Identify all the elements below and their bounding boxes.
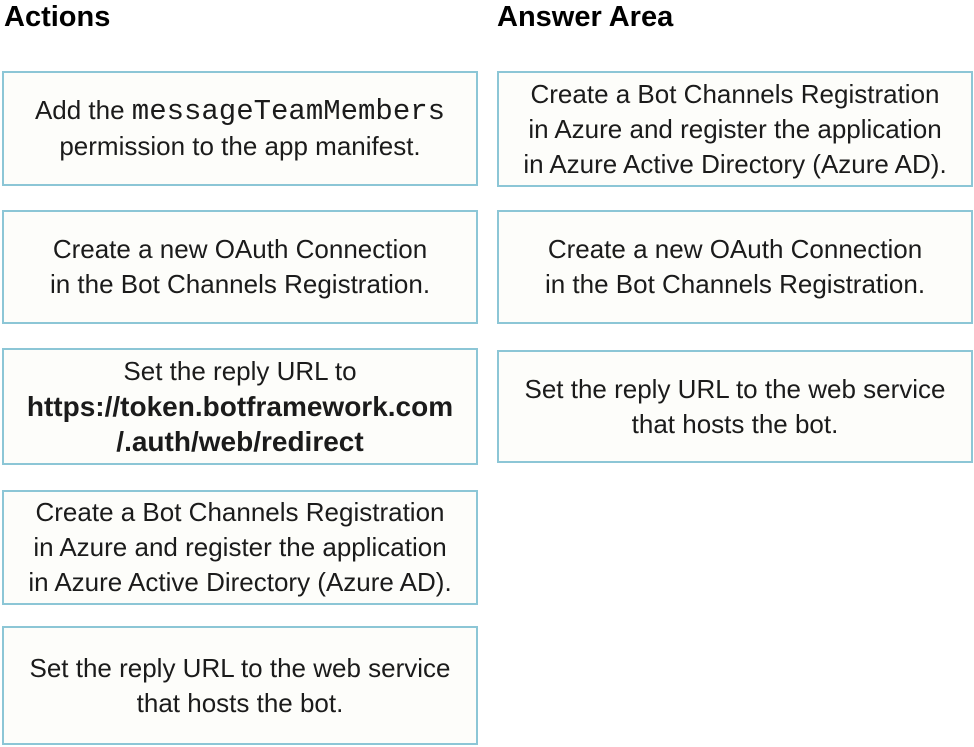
- action-card-text-line: Create a new OAuth Connection: [52, 234, 428, 264]
- actions-column-header: Actions: [4, 1, 111, 33]
- reply-url-line: /.auth/web/redirect: [116, 426, 364, 457]
- answer-slot-text-line: that hosts the bot.: [631, 408, 839, 439]
- action-card-text-line: permission to the app manifest.: [59, 131, 421, 161]
- answer-slot-2-create-oauth-connection[interactable]: Create a new OAuth Connection in the Bot…: [497, 210, 973, 324]
- answer-slot-3-set-reply-url-web-service[interactable]: Set the reply URL to the web service tha…: [497, 350, 973, 463]
- action-card-create-oauth-connection[interactable]: Create a new OAuth Connection in the Bot…: [2, 210, 478, 324]
- action-card-text-line: in Azure Active Directory (Azure AD).: [28, 567, 452, 597]
- action-card-set-reply-url-botframework[interactable]: Set the reply URL to https://token.botfr…: [2, 348, 478, 465]
- answer-slot-text-line: Set the reply URL to the web service: [524, 373, 946, 404]
- reply-url-line: https://token.botframework.com: [26, 391, 454, 422]
- action-card-text-line: that hosts the bot.: [136, 687, 344, 718]
- code-token: messageTeamMembers: [131, 95, 446, 128]
- answer-slot-text-line: in Azure and register the application: [528, 113, 942, 144]
- answer-slot-text-line: in the Bot Channels Registration.: [544, 269, 926, 299]
- action-card-create-bot-channels-registration[interactable]: Create a Bot Channels Registration in Az…: [2, 490, 478, 605]
- action-card-text-line: in Azure and register the application: [33, 532, 447, 562]
- answer-slot-text-line: Create a Bot Channels Registration: [530, 78, 940, 109]
- answer-area-column-header: Answer Area: [497, 1, 674, 33]
- action-card-text: Add the: [34, 95, 132, 125]
- answer-slot-text-line: Create a new OAuth Connection: [547, 234, 923, 264]
- action-card-text-line: Create a Bot Channels Registration: [35, 497, 445, 527]
- answer-slot-1-create-bot-channels-registration[interactable]: Create a Bot Channels Registration in Az…: [497, 71, 973, 187]
- action-card-text-line: Set the reply URL to the web service: [29, 652, 451, 683]
- action-card-text-line: Add the messageTeamMembers: [35, 93, 445, 129]
- action-card-text-line: Set the reply URL to: [123, 356, 357, 386]
- action-card-text-line: in the Bot Channels Registration.: [49, 269, 431, 299]
- action-card-set-reply-url-web-service[interactable]: Set the reply URL to the web service tha…: [2, 626, 478, 745]
- action-card-add-permission[interactable]: Add the messageTeamMembers permission to…: [2, 71, 478, 186]
- answer-slot-text-line: in Azure Active Directory (Azure AD).: [523, 148, 947, 179]
